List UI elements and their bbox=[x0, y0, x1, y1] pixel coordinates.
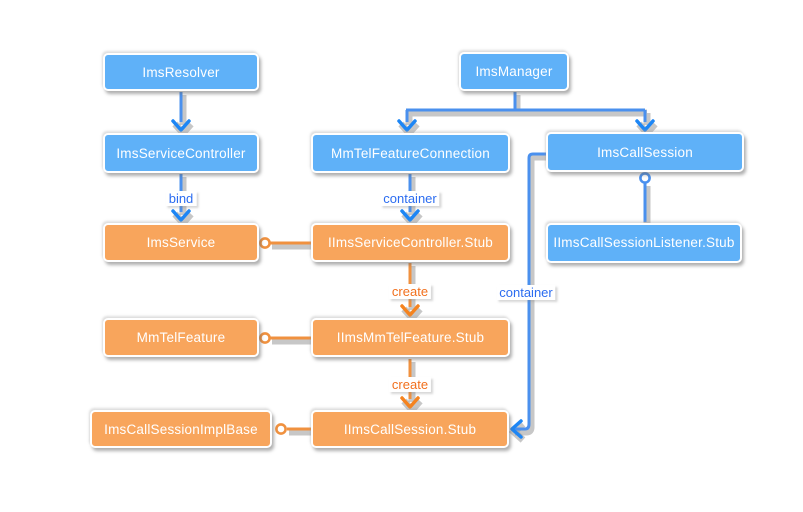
arrow-down-icon bbox=[171, 209, 191, 222]
arrow-down-icon bbox=[400, 304, 420, 317]
node-mmtel-feature: MmTelFeature bbox=[103, 318, 259, 357]
arrow-down-icon bbox=[400, 396, 420, 409]
edge-label-create-bottom: create bbox=[388, 377, 432, 392]
arrow-down-icon bbox=[397, 119, 417, 132]
node-mmtel-feature-connection: MmTelFeatureConnection bbox=[311, 133, 510, 173]
circle-end-icon bbox=[259, 237, 271, 249]
node-ims-resolver: ImsResolver bbox=[103, 53, 259, 91]
circle-end-icon bbox=[639, 172, 651, 184]
node-ims-service-controller: ImsServiceController bbox=[103, 133, 259, 173]
node-iims-mmtel-feature-stub: IImsMmTelFeature.Stub bbox=[311, 318, 510, 357]
circle-end-icon bbox=[259, 332, 271, 344]
circle-connectors bbox=[259, 172, 651, 435]
edge-imsmanager-branch bbox=[405, 92, 647, 122]
node-ims-call-session-impl-base: ImsCallSessionImplBase bbox=[90, 410, 272, 448]
orange-arrowheads bbox=[400, 304, 420, 409]
arrow-down-icon bbox=[400, 209, 420, 222]
arrow-down-icon bbox=[635, 119, 655, 132]
node-ims-manager: ImsManager bbox=[459, 52, 569, 91]
edge-label-create-top: create bbox=[388, 284, 432, 299]
node-iims-service-controller-stub: IImsServiceController.Stub bbox=[311, 223, 510, 262]
edge-label-container-right: container bbox=[496, 285, 556, 300]
node-ims-call-session: ImsCallSession bbox=[546, 132, 744, 172]
node-iims-call-session-listener-stub: IImsCallSessionListener.Stub bbox=[546, 223, 742, 263]
node-iims-call-session-stub: IImsCallSession.Stub bbox=[311, 410, 509, 448]
arrow-down-icon bbox=[171, 119, 191, 132]
circle-end-icon bbox=[275, 423, 287, 435]
blue-arrowheads bbox=[171, 119, 655, 439]
edge-label-container-mid: container bbox=[380, 191, 440, 206]
node-ims-service: ImsService bbox=[103, 223, 259, 262]
edge-label-bind: bind bbox=[165, 191, 197, 206]
arrow-left-icon bbox=[510, 419, 523, 439]
